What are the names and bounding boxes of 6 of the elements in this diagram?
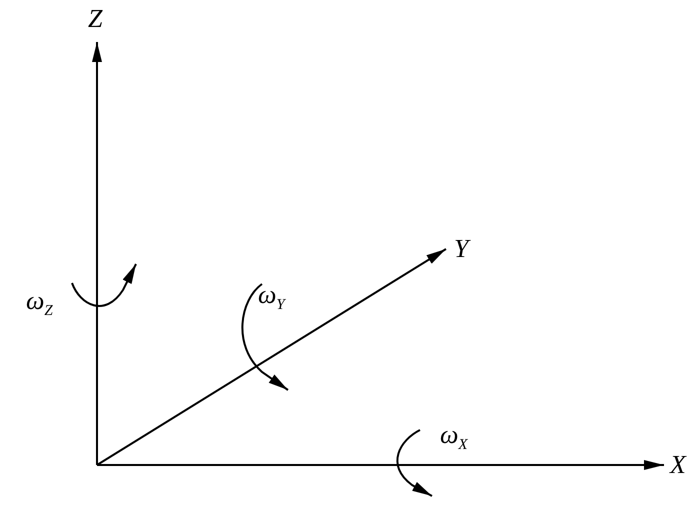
rotation-label: ω$_{Z}$ <box>26 288 53 320</box>
rotation-label: ω$_{X}$ <box>440 422 468 454</box>
rotation-label: ω$_{Y}$ <box>258 282 285 314</box>
axis-label: X <box>670 452 686 478</box>
axis-label: Z <box>88 6 102 32</box>
axis-label: Y <box>454 236 468 262</box>
